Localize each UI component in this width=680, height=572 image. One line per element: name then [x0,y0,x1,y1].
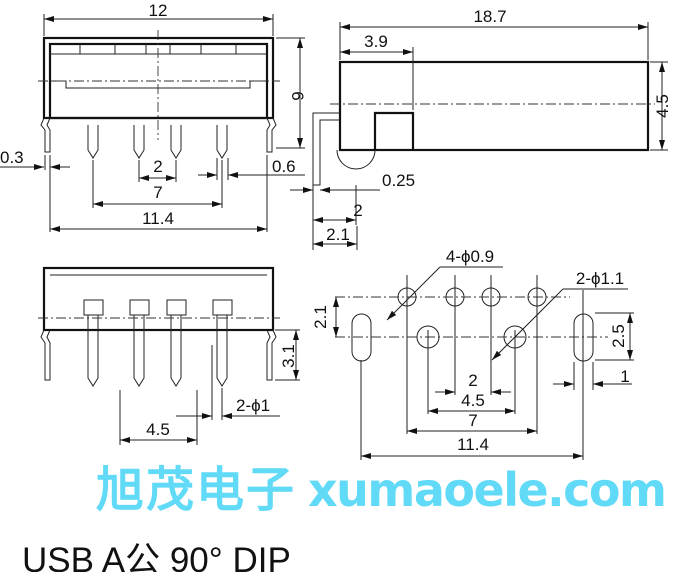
dim-width: 12 [149,1,168,20]
dim-pitch-inner: 2 [153,157,162,176]
dim-fp-p2: 4.5 [461,391,485,410]
watermark-url: xumaoele.com [308,463,665,517]
dim-height: 6 [288,91,307,100]
dim-row-spacing: 2.1 [311,305,330,329]
bottom-view: 3.1 2-ϕ1 4.5 [38,266,300,445]
dim-slot-width: 1 [620,367,629,386]
dim-slot-length: 2.5 [609,324,628,348]
dim-leg-width: 0.6 [272,157,296,176]
dim-pin-diameter: 2-ϕ1 [236,396,270,415]
dim-small-holes: 4-ϕ0.9 [446,247,494,266]
dim-large-holes: 2-ϕ1.1 [576,269,624,288]
dim-bottom-pitch: 4.5 [146,420,170,439]
drawing-title: USB A公 90° DIP [22,541,291,572]
dim-pin-offset2: 2.1 [326,225,350,244]
dim-side-height: 4.5 [653,94,672,118]
dim-pitch-outer: 11.4 [142,209,174,228]
dim-clip-width: 0.3 [0,148,24,167]
slot-left [351,313,372,362]
pcb-footprint: 4-ϕ0.9 2-ϕ1.1 2.1 2.5 1 2 4.5 7 11.4 [311,247,634,460]
dim-pitch-middle: 7 [153,183,162,202]
dim-pin-thickness: 0.25 [382,171,415,190]
watermark-chinese: 旭茂电子 [96,462,296,518]
dim-fp-p4: 11.4 [457,435,489,454]
dim-fp-p3: 7 [468,411,477,430]
dim-leg-length: 3.1 [279,344,298,368]
dim-pin-offset: 2 [353,201,362,220]
side-view: 18.7 3.9 4.5 0.25 2 2.1 [290,7,672,250]
dim-offset: 3.9 [364,32,388,51]
dim-length: 18.7 [473,7,506,26]
dim-fp-p1: 2 [468,371,477,390]
front-view: 12 6 0.3 0.6 2 7 11.4 [0,1,307,232]
